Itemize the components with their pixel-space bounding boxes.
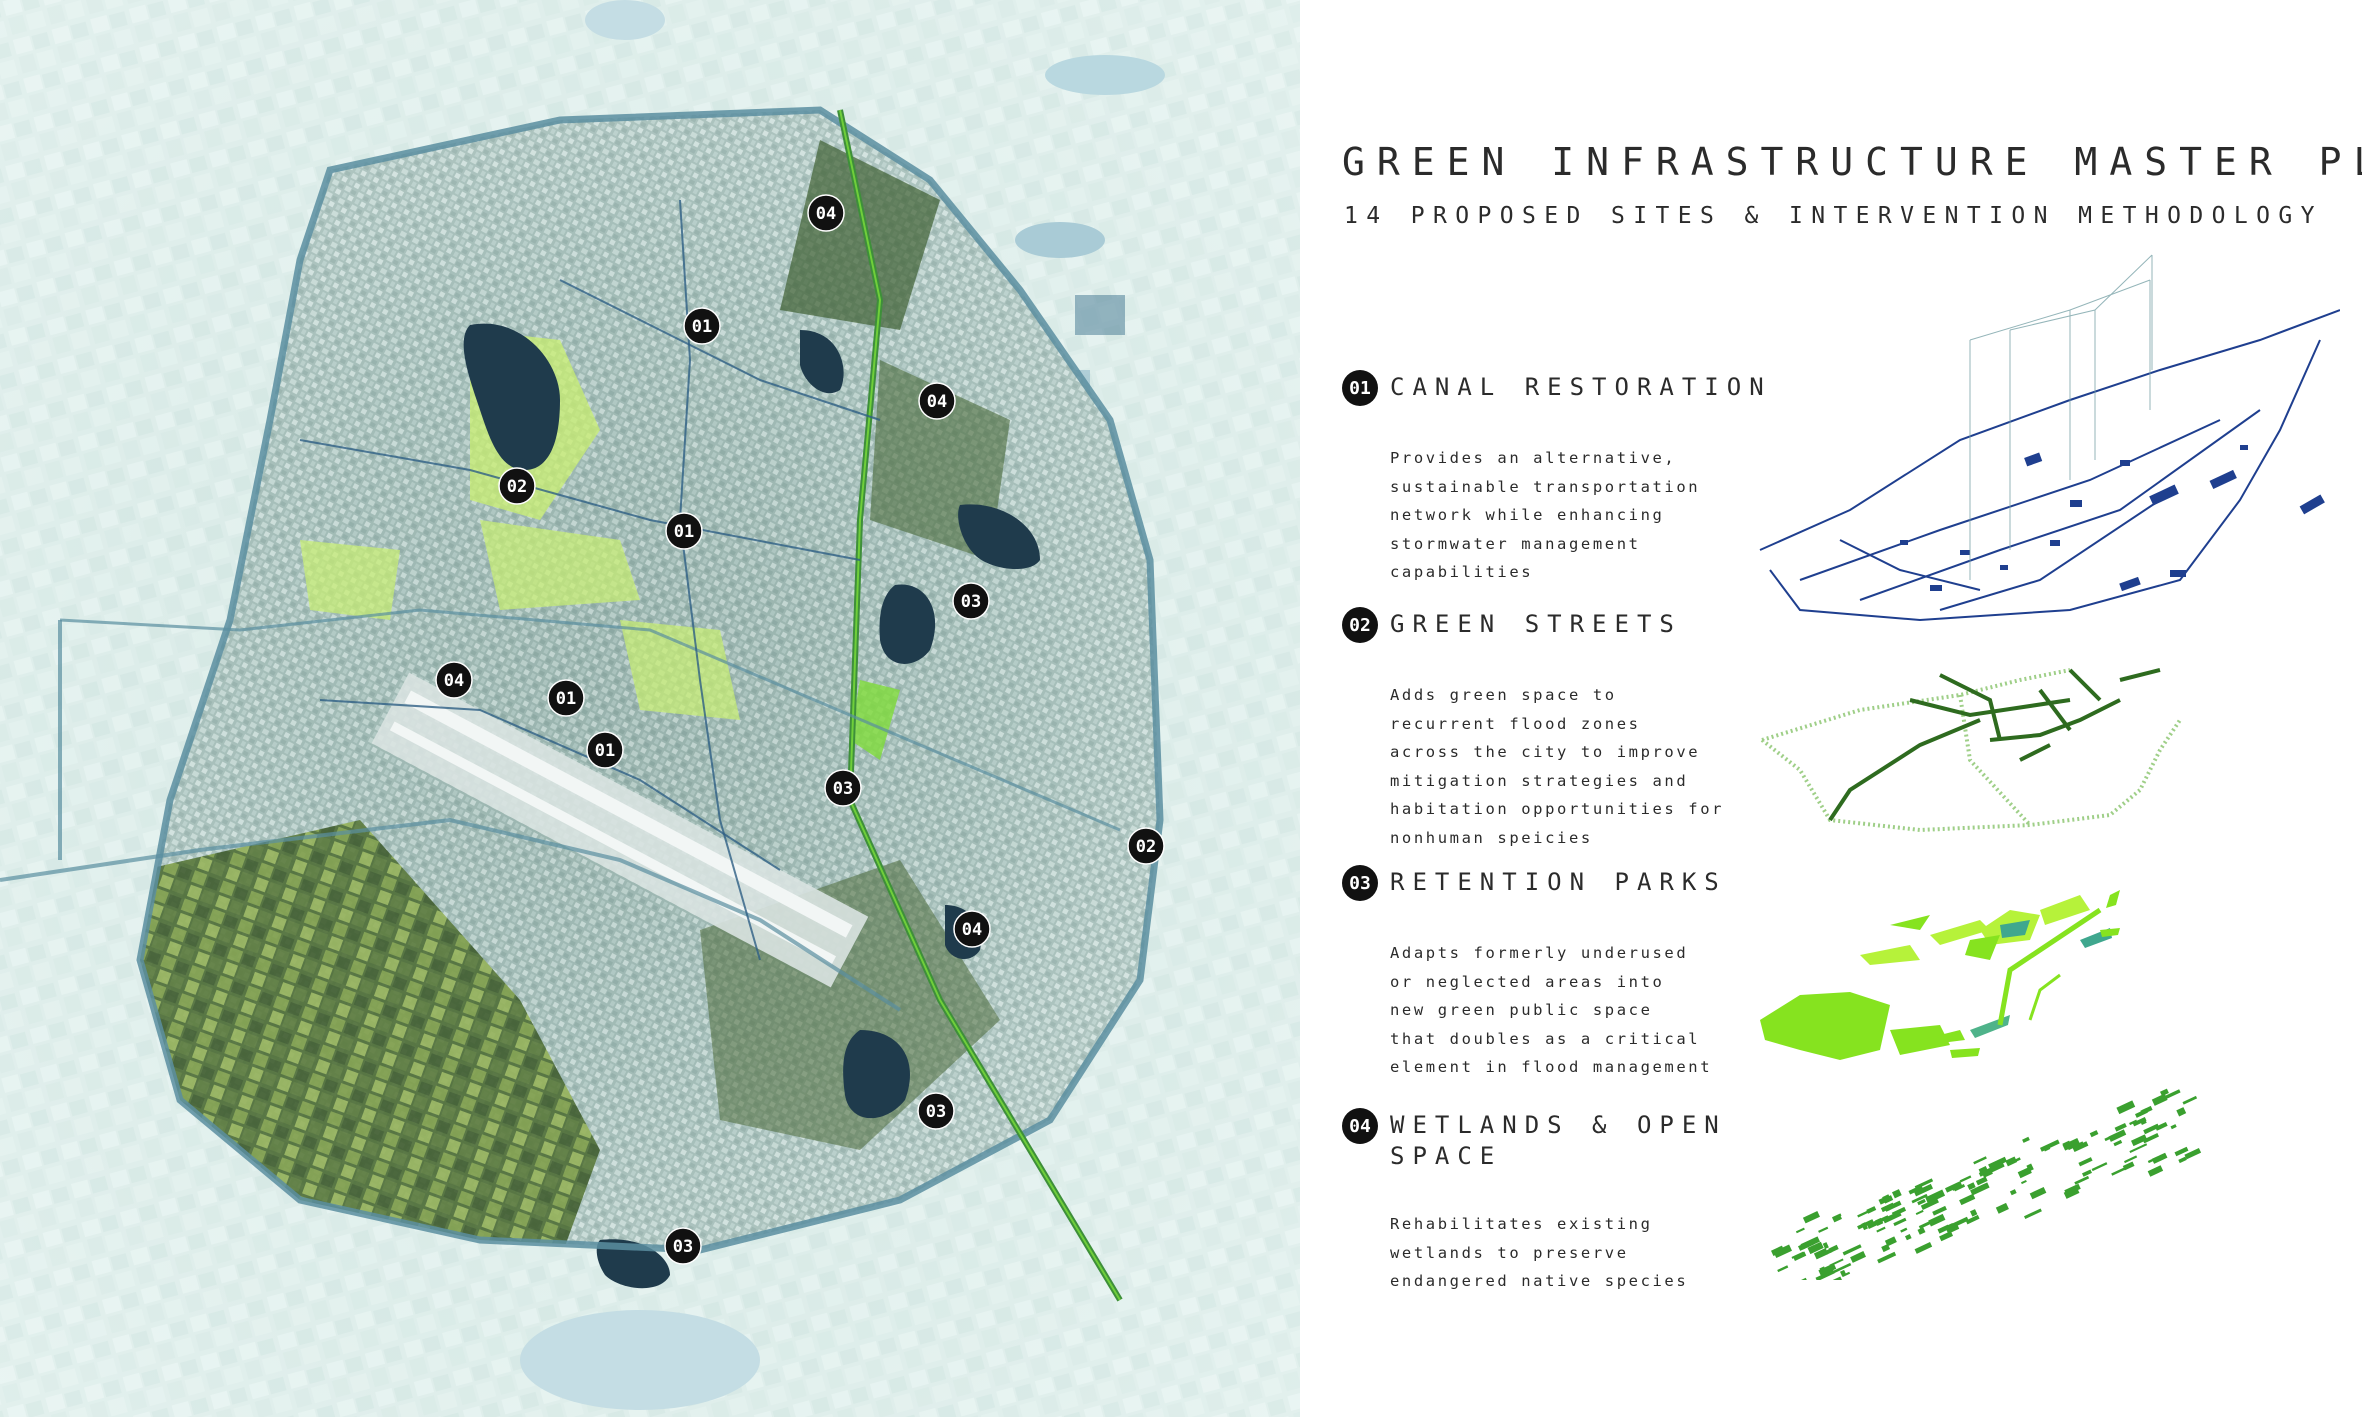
canal-network-diagram (1759, 254, 2340, 622)
site-marker-label: 04 (444, 671, 464, 691)
category-wetlands-open-space: 04 WETLANDS & OPEN SPACE Rehabilitates e… (1342, 1108, 1742, 1296)
site-marker-02-11[interactable]: 02 (1127, 827, 1165, 865)
site-marker-03-13[interactable]: 03 (917, 1092, 955, 1130)
category-description: Provides an alternative, sustainable tra… (1390, 449, 1701, 581)
site-marker-label: 03 (833, 779, 853, 799)
site-marker-01-9[interactable]: 01 (586, 731, 624, 769)
green-streets-diagram (1760, 668, 2182, 833)
category-canal-restoration: 01 CANAL RESTORATION Provides an alterna… (1342, 370, 1782, 587)
category-title: GREEN STREETS (1390, 610, 1682, 638)
aerial-site-map[interactable]: 04 01 04 02 01 03 04 01 01 03 02 04 03 03 (0, 0, 1300, 1417)
site-marker-03-10[interactable]: 03 (824, 769, 862, 807)
site-marker-02-4[interactable]: 02 (498, 467, 536, 505)
site-marker-label: 01 (692, 317, 712, 337)
site-marker-01-8[interactable]: 01 (547, 679, 585, 717)
category-title: WETLANDS & OPEN SPACE (1390, 1111, 1727, 1170)
category-badge: 03 (1342, 865, 1378, 901)
site-marker-label: 01 (556, 689, 576, 709)
site-marker-01-5[interactable]: 01 (665, 512, 703, 550)
category-title: CANAL RESTORATION (1390, 373, 1772, 401)
category-description: Adds green space to recurrent flood zone… (1390, 686, 1725, 847)
page-subtitle: 14 PROPOSED SITES & INTERVENTION METHODO… (1344, 203, 2323, 229)
category-badge: 01 (1342, 370, 1378, 406)
site-marker-04-12[interactable]: 04 (953, 910, 991, 948)
site-marker-label: 03 (673, 1237, 693, 1257)
retention-parks-diagram (1760, 890, 2120, 1060)
site-marker-03-14[interactable]: 03 (664, 1227, 702, 1265)
category-retention-parks: 03 RETENTION PARKS Adapts formerly under… (1342, 865, 1782, 1082)
map-canvas: 04 01 04 02 01 03 04 01 01 03 02 04 03 03 (0, 0, 1300, 1417)
site-marker-label: 04 (816, 204, 836, 224)
site-marker-label: 04 (927, 392, 947, 412)
site-marker-label: 02 (507, 477, 527, 497)
site-marker-03-6[interactable]: 03 (952, 582, 990, 620)
site-marker-label: 03 (961, 592, 981, 612)
category-badge: 02 (1342, 607, 1378, 643)
site-marker-04-7[interactable]: 04 (435, 661, 473, 699)
category-green-streets: 02 GREEN STREETS Adds green space to rec… (1342, 607, 1782, 852)
category-badge: 04 (1342, 1108, 1378, 1144)
legend-panel: GREEN INFRASTRUCTURE MASTER PLAN 14 PROP… (1300, 0, 2362, 1417)
site-marker-label: 01 (595, 741, 615, 761)
site-markers: 04 01 04 02 01 03 04 01 01 03 02 04 03 03 (435, 194, 1165, 1265)
site-marker-01-2[interactable]: 01 (683, 307, 721, 345)
page-title: GREEN INFRASTRUCTURE MASTER PLAN (1342, 140, 2362, 184)
site-marker-label: 04 (962, 920, 982, 940)
category-description: Adapts formerly underused or neglected a… (1390, 944, 1713, 1076)
wetlands-open-space-diagram (1771, 1088, 2202, 1280)
site-marker-label: 02 (1136, 837, 1156, 857)
site-marker-04-1[interactable]: 04 (807, 194, 845, 232)
category-description: Rehabilitates existing wetlands to prese… (1390, 1215, 1689, 1290)
site-marker-04-3[interactable]: 04 (918, 382, 956, 420)
site-marker-label: 01 (674, 522, 694, 542)
site-marker-label: 03 (926, 1102, 946, 1122)
category-title: RETENTION PARKS (1390, 868, 1727, 896)
